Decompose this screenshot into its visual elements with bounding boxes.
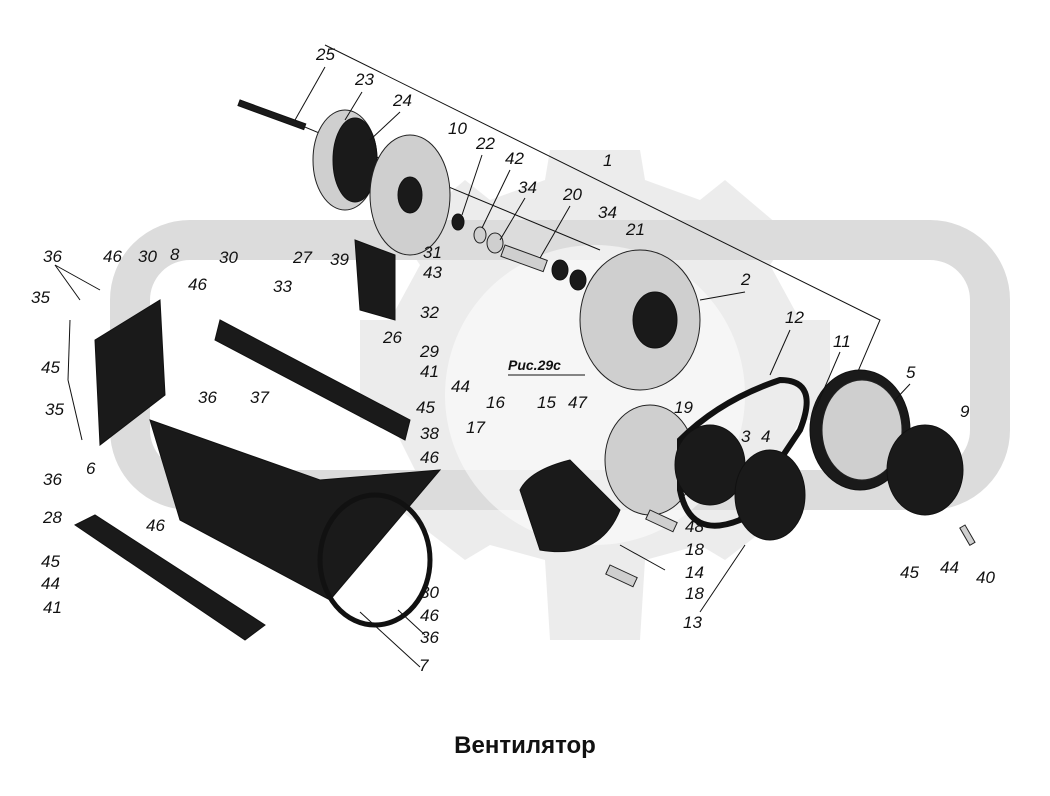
shaft-20	[500, 244, 548, 273]
label-16: 16	[486, 393, 505, 412]
label-47: 47	[568, 393, 587, 412]
label-3: 3	[741, 427, 751, 446]
label-46c: 46	[420, 448, 439, 467]
label-14: 14	[685, 563, 704, 582]
label-36d: 36	[420, 628, 439, 647]
label-11: 11	[833, 332, 851, 351]
label-18: 18	[685, 540, 704, 559]
label-48: 48	[685, 517, 704, 536]
label-7: 7	[419, 656, 429, 675]
label-1: 1	[603, 151, 612, 170]
label-39: 39	[330, 250, 349, 269]
label-44b: 44	[41, 574, 60, 593]
label-27: 27	[292, 248, 312, 267]
label-13: 13	[683, 613, 702, 632]
shroud-6	[149, 419, 442, 601]
label-23: 23	[354, 70, 374, 89]
label-8: 8	[170, 245, 180, 264]
label-46b: 46	[188, 275, 207, 294]
label-44: 44	[451, 377, 470, 396]
label-46: 46	[103, 247, 122, 266]
ring-21	[569, 269, 587, 291]
pin-48	[645, 509, 678, 533]
label-30b: 30	[219, 248, 238, 267]
figure-caption: Вентилятор	[454, 732, 596, 759]
label-34b: 34	[598, 203, 617, 222]
label-17: 17	[466, 418, 485, 437]
label-35b: 35	[45, 400, 64, 419]
guide-32	[354, 239, 396, 321]
label-9: 9	[960, 402, 970, 421]
ring-7	[317, 492, 433, 628]
fan-impeller-10	[369, 134, 451, 256]
bracket-8	[94, 299, 166, 446]
ring-34b	[551, 259, 569, 281]
pin-18	[605, 564, 638, 588]
label-25: 25	[315, 45, 335, 64]
label-41b: 41	[43, 598, 62, 617]
label-19: 19	[674, 398, 693, 417]
label-37: 37	[250, 388, 269, 407]
ring-34a	[486, 232, 504, 254]
label-15: 15	[537, 393, 556, 412]
label-45: 45	[41, 358, 60, 377]
label-38: 38	[420, 424, 439, 443]
label-36b: 36	[198, 388, 217, 407]
label-43: 43	[423, 263, 442, 282]
label-31: 31	[423, 243, 442, 262]
cover-5	[809, 369, 911, 491]
label-26: 26	[382, 328, 402, 347]
label-4: 4	[761, 427, 770, 446]
bolt-25	[237, 99, 307, 131]
label-32: 32	[420, 303, 439, 322]
label-22: 22	[475, 134, 495, 153]
pulley-3	[674, 424, 746, 506]
label-30c: 30	[420, 583, 439, 602]
label-45c: 45	[41, 552, 60, 571]
label-41: 41	[420, 362, 439, 381]
cover-9	[886, 424, 964, 516]
strip-28	[74, 514, 266, 641]
belt-12	[677, 376, 810, 529]
label-36: 36	[43, 247, 62, 266]
label-42: 42	[505, 149, 524, 168]
label-46e: 46	[420, 606, 439, 625]
label-45b: 45	[416, 398, 435, 417]
label-28: 28	[42, 508, 62, 527]
label-5: 5	[906, 363, 916, 382]
bolt-40	[959, 524, 976, 547]
label-21: 21	[625, 220, 645, 239]
label-30: 30	[138, 247, 157, 266]
label-10: 10	[448, 119, 467, 138]
label-45d: 45	[900, 563, 919, 582]
label-12: 12	[785, 308, 804, 327]
leader-lines	[54, 66, 911, 668]
label-24: 24	[392, 91, 412, 110]
label-34: 34	[518, 178, 537, 197]
callout-labels: 25 23 24 10 22 42 1 34 20 34 21 36 46 30…	[31, 45, 995, 675]
label-6: 6	[86, 459, 96, 478]
label-29: 29	[419, 342, 439, 361]
label-2: 2	[740, 270, 751, 289]
label-33: 33	[273, 277, 292, 296]
fan-housing-2	[579, 249, 701, 391]
guard-14	[519, 459, 621, 553]
pulley-24	[312, 109, 378, 211]
pulley-4	[734, 449, 806, 541]
label-20: 20	[562, 185, 582, 204]
figure-reference: Рис.29с	[508, 357, 561, 373]
label-44c: 44	[940, 558, 959, 577]
label-40: 40	[976, 568, 995, 587]
ring-42	[473, 226, 487, 244]
label-35: 35	[31, 288, 50, 307]
label-18b: 18	[685, 584, 704, 603]
ring-22	[451, 213, 465, 231]
label-36c: 36	[43, 470, 62, 489]
label-46d: 46	[146, 516, 165, 535]
beam-29	[214, 319, 411, 441]
